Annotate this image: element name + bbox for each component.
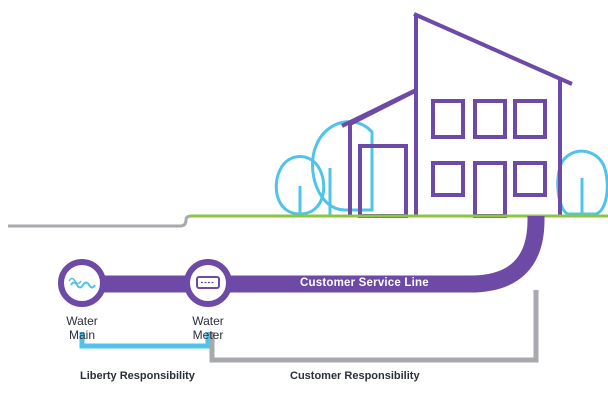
customer-service-line-pipe <box>82 216 545 293</box>
tree-right-icon <box>556 149 608 216</box>
water-main-node <box>58 259 106 307</box>
house-icon <box>341 12 573 218</box>
water-main-label: Water Main <box>52 314 112 342</box>
water-main-label-line2: Main <box>68 328 95 342</box>
water-main-label-line1: Water <box>66 314 98 328</box>
tree-left-icon <box>274 120 374 216</box>
liberty-responsibility-label: Liberty Responsibility <box>80 370 195 382</box>
customer-service-line-label: Customer Service Line <box>300 277 429 289</box>
water-wave-icon <box>70 281 96 289</box>
water-meter-label-line1: Water <box>192 314 224 328</box>
sidewalk-line <box>8 214 232 228</box>
customer-responsibility-label: Customer Responsibility <box>290 370 420 382</box>
water-meter-node <box>184 259 232 307</box>
water-meter-label: Water Meter <box>178 314 238 342</box>
water-meter-label-line2: Meter <box>192 328 224 342</box>
customer-responsibility-bracket <box>209 290 539 363</box>
liberty-responsibility-bracket <box>79 332 211 349</box>
